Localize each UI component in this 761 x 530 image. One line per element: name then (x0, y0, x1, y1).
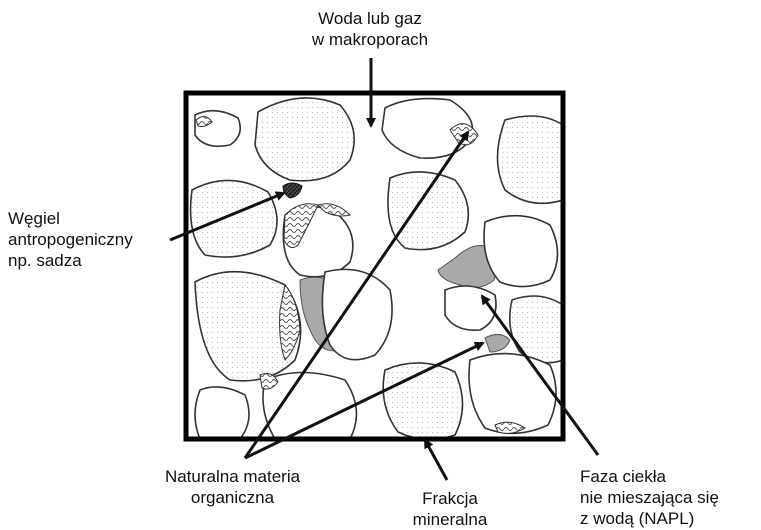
label-natural-organic-matter: Naturalna materia organiczna (120, 466, 345, 508)
label-line: np. sadza (8, 250, 133, 271)
label-line: Frakcja (380, 488, 520, 509)
mineral-grain (510, 296, 563, 363)
soil-matrix (191, 98, 563, 439)
mineral-grain (191, 180, 277, 257)
mineral-grain (195, 111, 240, 147)
label-mineral-fraction: Frakcja mineralna (380, 488, 520, 530)
mineral-grain (322, 269, 392, 359)
mineral-grain (445, 286, 496, 330)
label-line: antropogeniczny (8, 229, 133, 250)
soot-particle (283, 183, 302, 198)
label-line: Węgiel (8, 208, 133, 229)
napl-patch (485, 334, 510, 352)
label-line: nie mieszająca się (580, 487, 719, 508)
mineral-grain (388, 172, 468, 250)
label-napl: Faza ciekła nie mieszająca się z wodą (N… (580, 466, 719, 529)
mineral-grain (383, 363, 462, 439)
label-line: mineralna (380, 509, 520, 530)
label-water-gas-macropores: Woda lub gaz w makroporach (280, 8, 460, 50)
label-line: Naturalna materia (120, 466, 345, 487)
mineral-grain (498, 116, 564, 203)
mineral-grain (195, 387, 249, 439)
label-line: Woda lub gaz (280, 8, 460, 29)
arrow-mineral (425, 440, 447, 480)
label-line: organiczna (120, 487, 345, 508)
label-line: z wodą (NAPL) (580, 508, 719, 529)
mineral-grain (469, 354, 556, 434)
mineral-grain (484, 216, 558, 287)
label-line: w makroporach (280, 29, 460, 50)
label-line: Faza ciekła (580, 466, 719, 487)
mineral-grain (255, 98, 354, 181)
label-anthropogenic-carbon: Węgiel antropogeniczny np. sadza (8, 208, 133, 271)
